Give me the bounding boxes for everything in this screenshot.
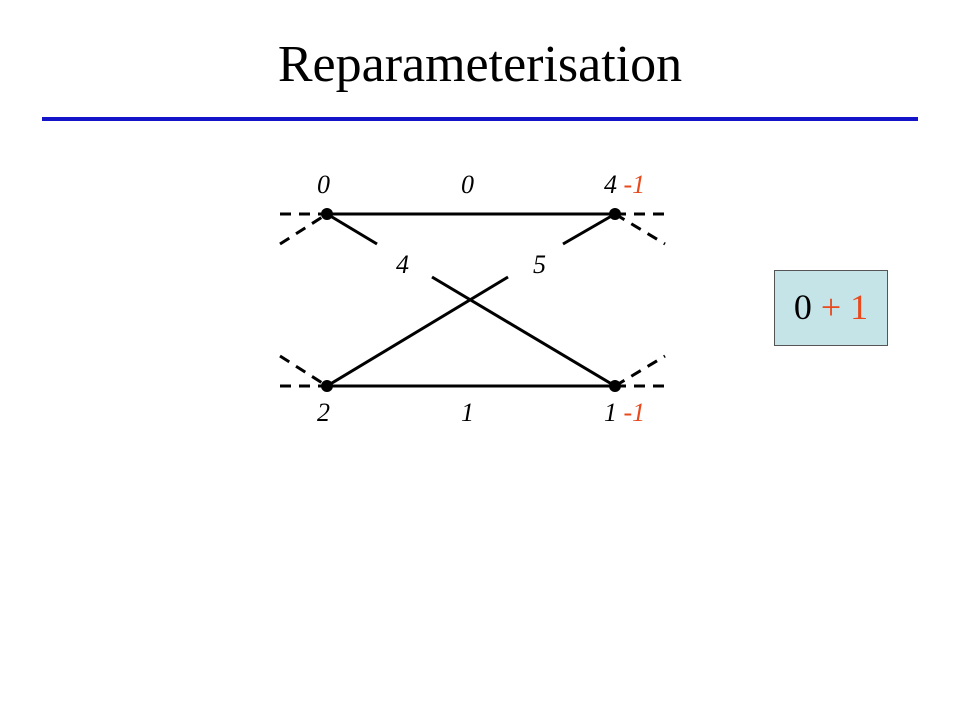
node-top-right-label: 4 -1 <box>604 170 646 199</box>
node-top-right <box>609 208 621 220</box>
edge-diag-bl-tr-upper <box>562 212 616 246</box>
sum-box: 0 + 1 <box>774 270 888 346</box>
slide-title: Reparameterisation <box>277 36 683 93</box>
node-bottom-right <box>609 380 621 392</box>
sum-add: 1 <box>850 287 869 327</box>
dashed-stub-bottom-left-diag <box>279 354 328 388</box>
edge-diag-tl-br-upper <box>326 212 378 246</box>
node-top-left <box>321 208 333 220</box>
sum-base: 0 <box>793 287 812 327</box>
edge-diag-bl-tr-lower <box>326 275 509 388</box>
edge-diag-tl-br-lower <box>431 275 616 388</box>
dashed-stub-top-left-diag <box>279 212 328 246</box>
dashed-stub-top-right-diag <box>614 212 666 246</box>
dashed-stub-bottom-right-diag <box>614 354 666 388</box>
node-top-left-label: 0 <box>317 170 330 199</box>
node-top-right-delta: -1 <box>623 170 646 199</box>
sum-op: + <box>820 287 842 327</box>
node-bottom-left <box>321 380 333 392</box>
title-underline <box>42 117 918 121</box>
node-bottom-left-label: 2 <box>317 398 330 427</box>
edge-diag-tl-br-label: 4 <box>396 250 409 279</box>
edge-bottom-label: 1 <box>461 398 474 427</box>
node-bottom-right-delta: -1 <box>623 398 646 427</box>
edge-diag-bl-tr-label: 5 <box>533 250 546 279</box>
edge-top-label: 0 <box>461 170 474 199</box>
node-bottom-right-label: 1 -1 <box>604 398 646 427</box>
